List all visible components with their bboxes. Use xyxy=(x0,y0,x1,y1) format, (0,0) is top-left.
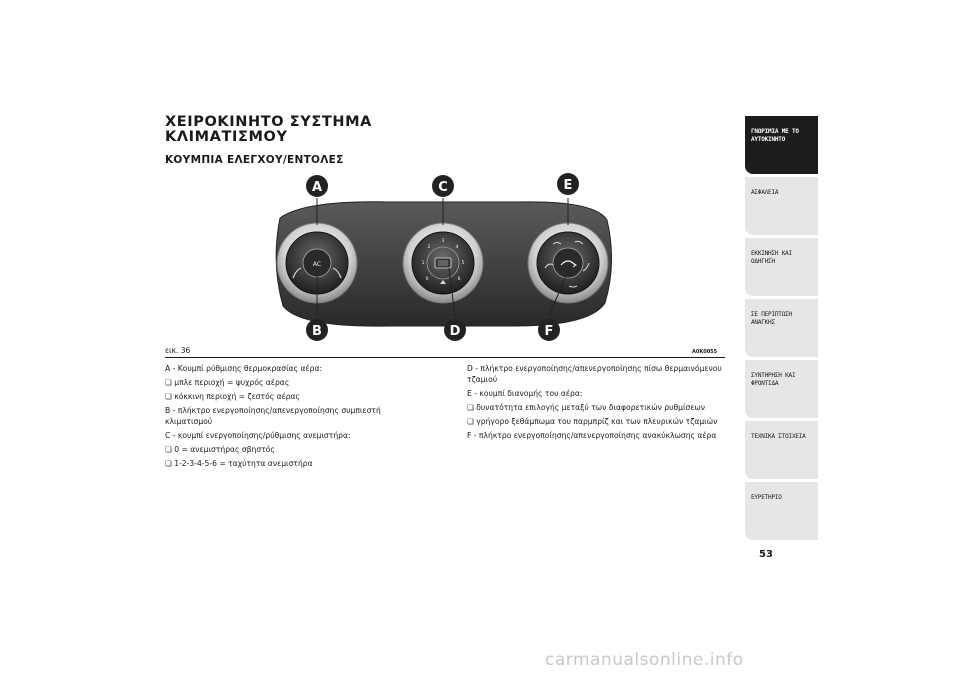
fan-icon xyxy=(440,280,446,284)
fan-scale-2: 2 xyxy=(428,244,431,250)
tab-starting-driving[interactable]: ΕΚΚΙΝΗΣΗ ΚΑΙ ΟΔΗΓΗΣΗ xyxy=(745,238,818,296)
figure-caption: εικ. 36 xyxy=(165,346,191,355)
tab-technical-data[interactable]: ΤΕΧΝΙΚΑ ΣΤΟΙΧΕΙΑ xyxy=(745,421,818,479)
climate-control-figure: AC 0 1 2 3 4 5 6 xyxy=(275,173,612,341)
callout-e: E xyxy=(564,178,573,193)
tab-emergency[interactable]: ΣΕ ΠΕΡΙΠΤΩΣΗ ΑΝΑΓΚΗΣ xyxy=(745,299,818,357)
caption-divider xyxy=(165,357,725,358)
callout-f: F xyxy=(545,324,554,339)
item-a: A - Κουμπί ρύθμισης θερμοκρασίας αέρα: xyxy=(165,364,323,373)
callout-d: D xyxy=(450,324,461,339)
page-number: 53 xyxy=(759,549,773,560)
item-e-bullet-1: δυνατότητα επιλογής μεταξύ των διαφορετι… xyxy=(467,403,729,414)
item-a-bullet-2: κόκκινη περιοχή = ζεστός αέρας xyxy=(165,392,427,403)
section-title: ΧΕΙΡΟΚΙΝΗΤΟ ΣΥΣΤΗΜΑ ΚΛΙΜΑΤΙΣΜΟΥ xyxy=(165,115,372,145)
section-subtitle: ΚΟΥΜΠΙΑ ΕΛΕΓΧΟΥ/ΕΝΤΟΛΕΣ xyxy=(165,154,344,166)
item-e: E - κουμπί διανομής του αέρα: xyxy=(467,388,583,398)
title-line-2: ΚΛΙΜΑΤΙΣΜΟΥ xyxy=(165,129,288,145)
figure-code: A0K0055 xyxy=(692,349,718,355)
fan-scale-5: 5 xyxy=(462,260,465,266)
title-line-1: ΧΕΙΡΟΚΙΝΗΤΟ ΣΥΣΤΗΜΑ xyxy=(165,114,372,130)
fan-scale-1: 1 xyxy=(422,260,425,266)
chapter-tabs: ΓΝΩΡΙΜΙΑ ΜΕ ΤΟ ΑΥΤΟΚΙΝΗΤΟ ΑΣΦΑΛΕΙΑ ΕΚΚΙΝ… xyxy=(745,116,818,543)
item-e-bullet-2: γρήγορο ξεθάμπωμα του παρμπρίζ και των π… xyxy=(467,417,729,428)
callout-a: A xyxy=(312,180,322,195)
watermark: carmanualsonline.info xyxy=(545,650,744,670)
item-c-bullet-2: 1-2-3-4-5-6 = ταχύτητα ανεμιστήρα xyxy=(165,459,427,470)
item-c-bullet-1: 0 = ανεμιστήρας σβηστός xyxy=(165,445,427,456)
ac-label: AC xyxy=(313,261,321,268)
left-column: A - Κουμπί ρύθμισης θερμοκρασίας αέρα: μ… xyxy=(165,364,427,473)
fan-scale-3: 3 xyxy=(442,238,445,244)
fan-knob[interactable]: 0 1 2 3 4 5 6 xyxy=(402,222,484,304)
item-d: D - πλήκτρο ενεργοποίησης/απενεργοποίηση… xyxy=(467,364,722,384)
item-a-bullet-1: μπλε περιοχή = ψυχρός αέρας xyxy=(165,378,427,389)
item-c: C - κουμπί ενεργοποίησης/ρύθμισης ανεμισ… xyxy=(165,430,351,440)
callout-c: C xyxy=(438,180,448,195)
right-column: D - πλήκτρο ενεργοποίησης/απενεργοποίηση… xyxy=(467,364,729,445)
tab-getting-to-know[interactable]: ΓΝΩΡΙΜΙΑ ΜΕ ΤΟ ΑΥΤΟΚΙΝΗΤΟ xyxy=(745,116,818,174)
tab-index[interactable]: ΕΥΡΕΤΗΡΙΟ xyxy=(745,482,818,540)
item-f: F - πλήκτρο ενεργοποίησης/απενεργοποίηση… xyxy=(467,430,717,440)
tab-maintenance[interactable]: ΣΥΝΤΗΡΗΣΗ ΚΑΙ ΦΡΟΝΤΙΔΑ xyxy=(745,360,818,418)
fan-scale-4: 4 xyxy=(456,244,459,250)
fan-scale-6: 6 xyxy=(458,276,461,282)
tab-safety[interactable]: ΑΣΦΑΛΕΙΑ xyxy=(745,177,818,235)
callout-b: B xyxy=(312,324,322,339)
fan-scale-0: 0 xyxy=(426,276,429,282)
item-b: B - πλήκτρο ενεργοποίησης/απενεργοποίηση… xyxy=(165,406,381,426)
air-distribution-knob[interactable] xyxy=(527,222,609,304)
